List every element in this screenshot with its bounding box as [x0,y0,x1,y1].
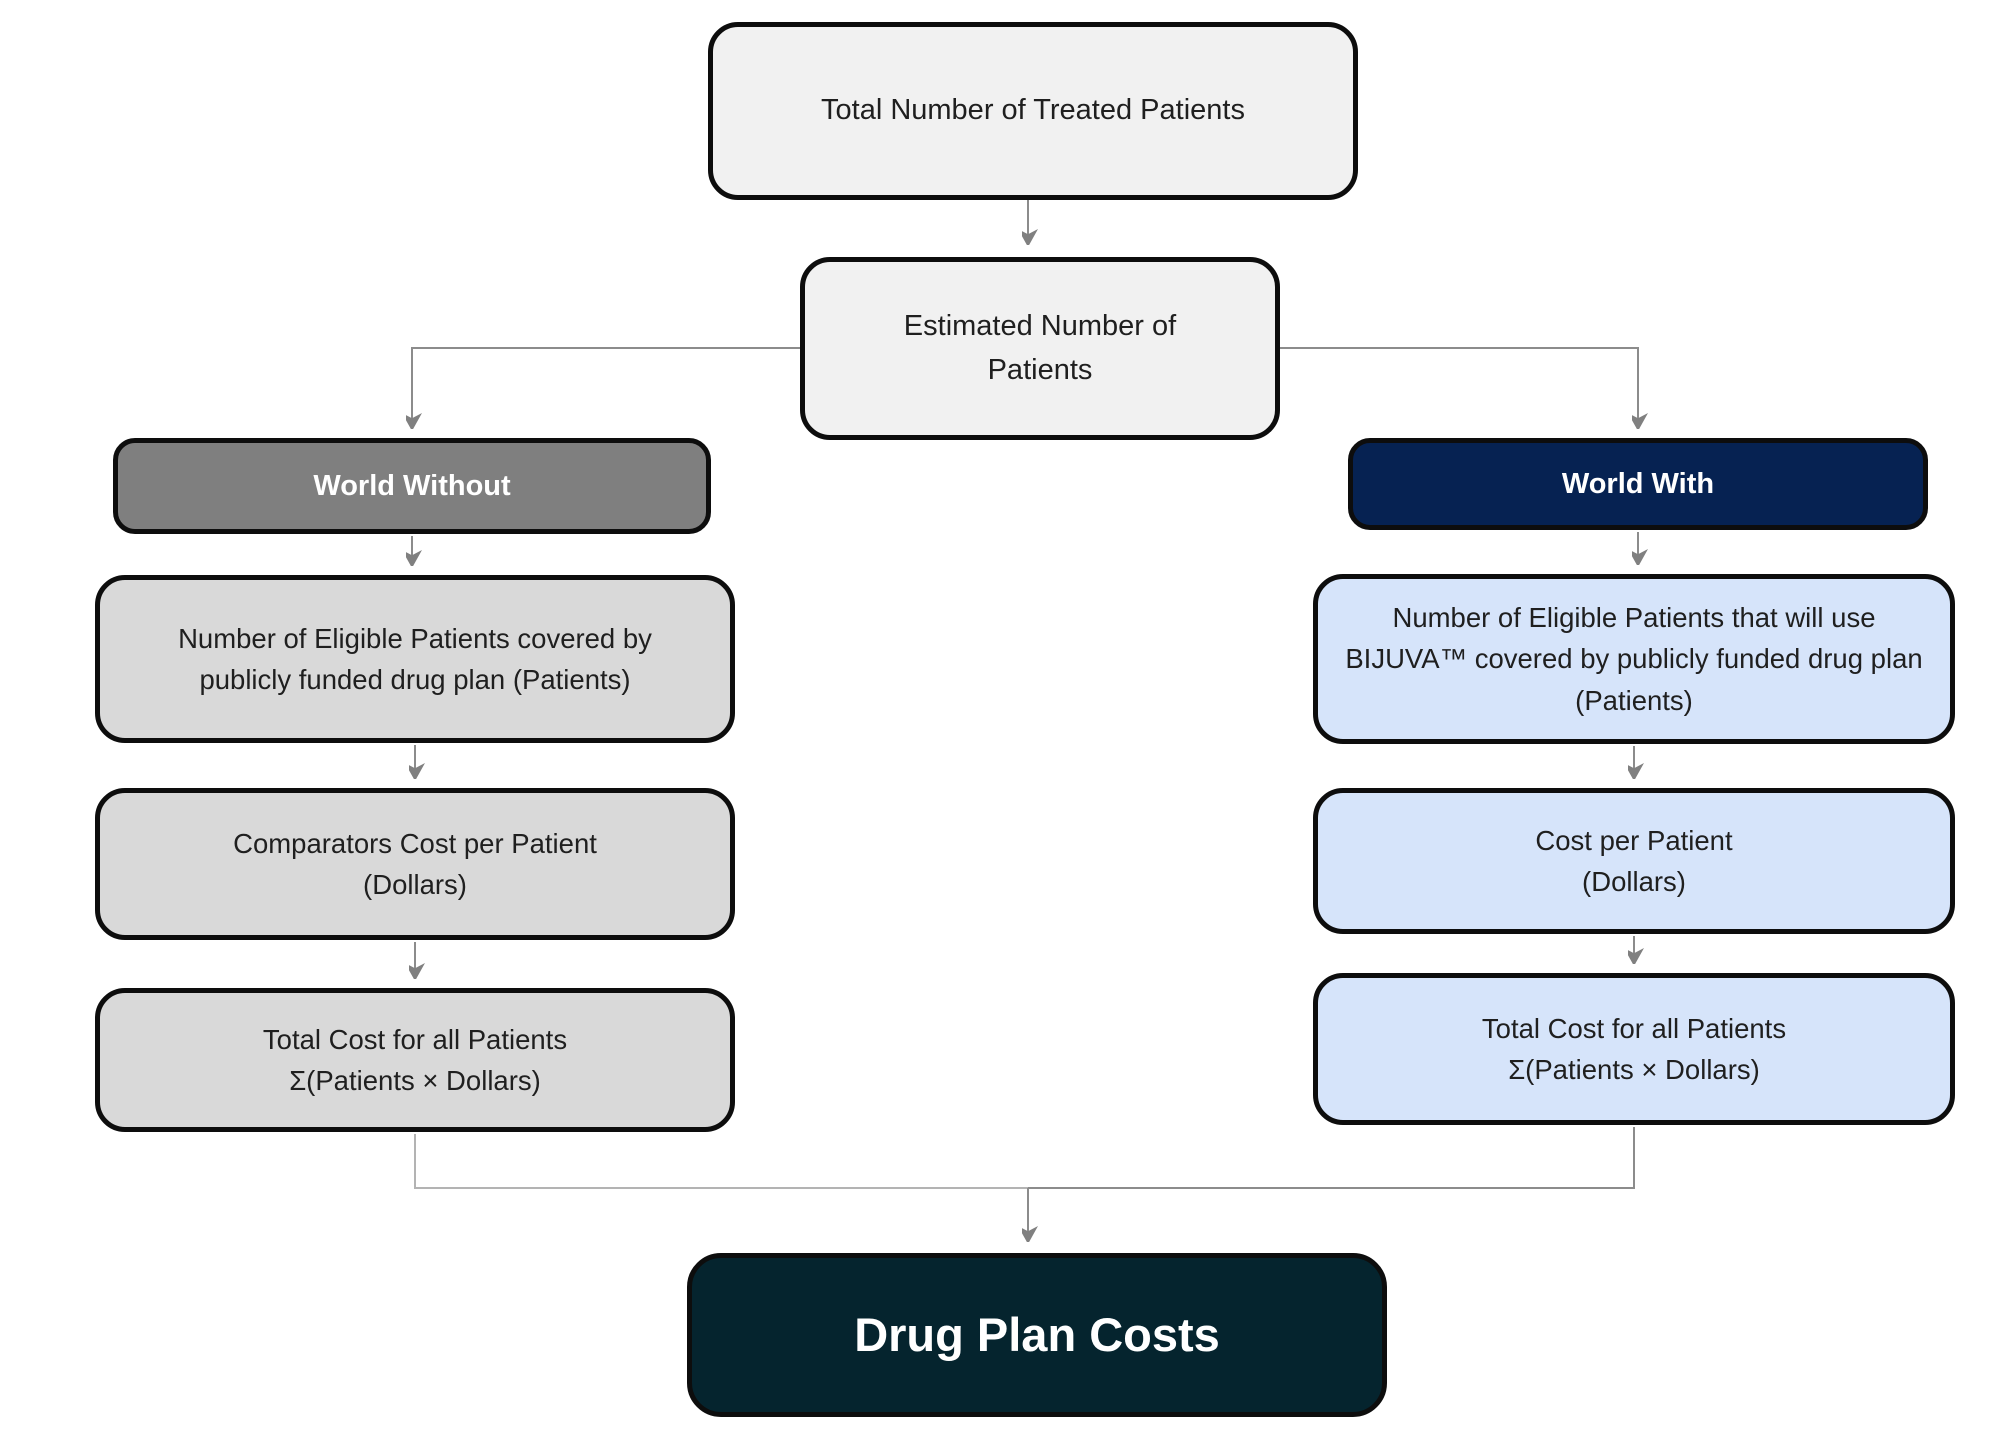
wi-cost-line2: (Dollars) [1582,866,1686,897]
drug-plan-costs-node: Drug Plan Costs [687,1253,1387,1417]
drug-plan-costs-label: Drug Plan Costs [854,1307,1220,1361]
estimated-patients-node: Estimated Number of Patients [800,257,1280,440]
ww-eligible-patients-node: Number of Eligible Patients covered by p… [95,575,735,743]
ww-cost-line1: Comparators Cost per Patient [233,827,597,859]
total-treated-patients-node: Total Number of Treated Patients [708,22,1358,200]
total-treated-patients-label: Total Number of Treated Patients [821,94,1245,127]
wi-total-cost-node: Total Cost for all Patients Σ(Patients ×… [1313,973,1955,1125]
ww-total-line2: Σ(Patients × Dollars) [289,1065,541,1096]
connector-wi-total-to-merge [1028,1127,1635,1189]
world-without-header-label: World Without [313,469,511,502]
connector-ww-total-to-merge [414,1134,1028,1189]
world-without-header: World Without [113,438,711,534]
wi-eligible-patients-label: Number of Eligible Patients that will us… [1345,602,1923,716]
ww-total-line1: Total Cost for all Patients [262,1023,568,1055]
ww-cost-line2: (Dollars) [363,869,467,900]
world-with-header: World With [1348,438,1928,530]
world-with-header-label: World With [1561,467,1715,500]
estimated-patients-line2: Patients [987,353,1093,386]
estimated-patients-line1: Estimated Number of [903,310,1177,342]
wi-total-line1: Total Cost for all Patients [1481,1012,1787,1044]
ww-total-cost-node: Total Cost for all Patients Σ(Patients ×… [95,988,735,1132]
ww-cost-per-patient-node: Comparators Cost per Patient (Dollars) [95,788,735,940]
wi-cost-line1: Cost per Patient [1535,824,1733,856]
wi-total-line2: Σ(Patients × Dollars) [1508,1054,1760,1085]
ww-eligible-patients-label: Number of Eligible Patients covered by p… [178,622,652,695]
connector-estimated-to-world-without [412,347,800,428]
wi-eligible-patients-node: Number of Eligible Patients that will us… [1313,574,1955,744]
wi-cost-per-patient-node: Cost per Patient (Dollars) [1313,788,1955,934]
connector-estimated-to-world-with [1280,347,1638,428]
